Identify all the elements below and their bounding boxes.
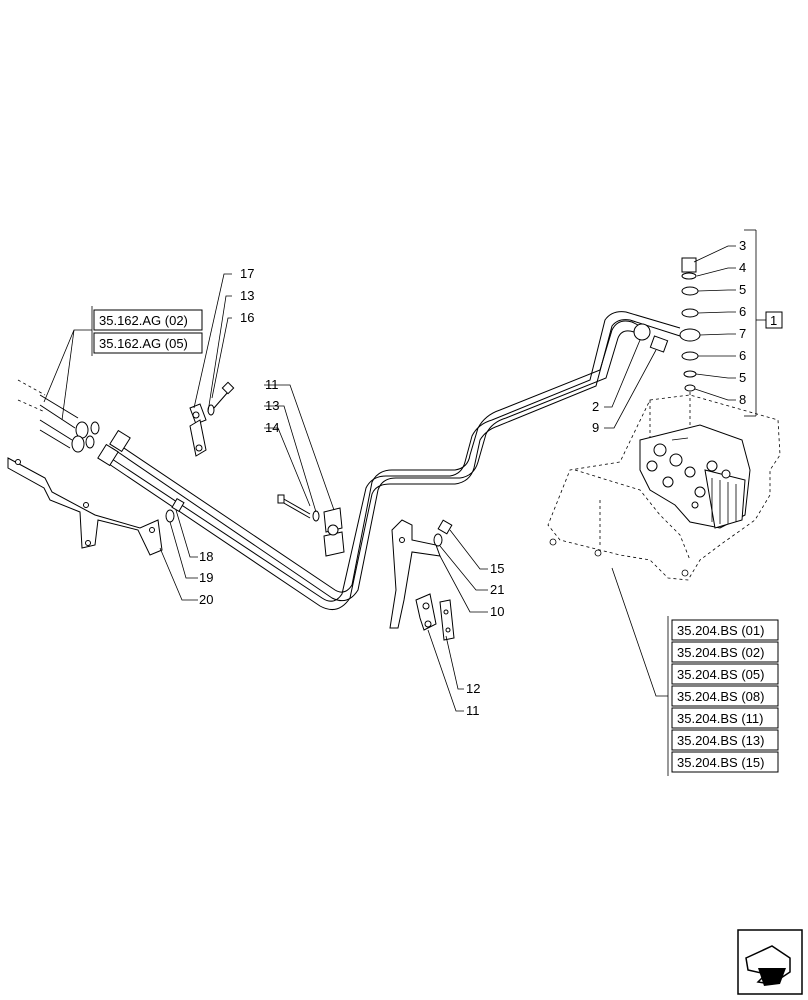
fitting-7 xyxy=(679,328,701,342)
ref-group-left[interactable]: 35.162.AG (02) 35.162.AG (05) xyxy=(91,306,203,356)
bracket-20 xyxy=(7,457,163,556)
callout-19: 19 xyxy=(199,570,213,585)
callout-16: 16 xyxy=(240,310,254,325)
ref-box-left-2[interactable] xyxy=(93,332,203,354)
pipe-end-nut-left-lower xyxy=(97,443,119,467)
adapter-2 xyxy=(633,323,651,341)
ref-group-right[interactable]: 35.204.BS (01) 35.204.BS (02) 35.204.BS … xyxy=(667,616,779,776)
callout-5-upper: 5 xyxy=(739,282,746,297)
ref-box-right-7[interactable] xyxy=(671,751,779,773)
hydraulic-pipe-upper xyxy=(111,320,649,602)
callout-11-upper: 11 xyxy=(265,377,279,392)
callout-20: 20 xyxy=(199,592,213,607)
oring-5-upper xyxy=(681,286,699,296)
callout-9: 9 xyxy=(592,420,599,435)
callout-6-lower: 6 xyxy=(739,348,746,363)
leaders-left-ref xyxy=(43,329,92,421)
hose-ends-left xyxy=(17,379,100,453)
washer-13-middle xyxy=(312,510,320,522)
callout-3: 3 xyxy=(739,238,746,253)
oring-6-lower xyxy=(681,351,699,361)
bolt-15 xyxy=(437,519,453,535)
callout-13-middle: 13 xyxy=(265,398,279,413)
clamp-middle xyxy=(323,507,345,557)
bracket-10 xyxy=(389,519,441,629)
callout-11-lower: 11 xyxy=(466,703,480,718)
ref-box-left-1[interactable] xyxy=(93,309,203,331)
callout-6-upper: 6 xyxy=(739,304,746,319)
callout-15: 15 xyxy=(490,561,504,576)
ref-right-1[interactable]: 35.204.BS (01) xyxy=(677,623,764,638)
ref-box-right-6[interactable] xyxy=(671,729,779,751)
pipe-end-nut-left-upper xyxy=(109,429,131,453)
bolt-14 xyxy=(277,494,311,519)
callout-8: 8 xyxy=(739,392,746,407)
ref-right-7[interactable]: 35.204.BS (15) xyxy=(677,755,764,770)
ref-right-2[interactable]: 35.204.BS (02) xyxy=(677,645,764,660)
ref-box-right-4[interactable] xyxy=(671,685,779,707)
callout-leaders xyxy=(159,229,766,712)
seal-stack xyxy=(679,257,701,440)
callout-18: 18 xyxy=(199,549,213,564)
ref-box-right-3[interactable] xyxy=(671,663,779,685)
ref-right-4[interactable]: 35.204.BS (08) xyxy=(677,689,764,704)
ref-left-2[interactable]: 35.162.AG (05) xyxy=(99,336,188,351)
washer-19 xyxy=(165,509,175,523)
callout-17: 17 xyxy=(240,266,254,281)
callout-14: 14 xyxy=(265,420,279,435)
bolt-18 xyxy=(171,497,185,513)
adapter-9 xyxy=(649,335,669,353)
callout-4: 4 xyxy=(739,260,746,275)
bolt-16 xyxy=(213,381,235,409)
callout-21: 21 xyxy=(490,582,504,597)
plate-12 xyxy=(439,599,455,641)
callout-numbers: 17 13 16 11 13 14 18 19 20 15 21 10 12 1… xyxy=(199,238,783,718)
clamp-upper xyxy=(189,403,207,457)
ref-left-1[interactable]: 35.162.AG (02) xyxy=(99,313,188,328)
next-page-arrow-icon[interactable] xyxy=(737,929,803,995)
oring-6-upper xyxy=(681,308,699,318)
callout-2: 2 xyxy=(592,399,599,414)
callout-12: 12 xyxy=(466,681,480,696)
ref-box-right-5[interactable] xyxy=(671,707,779,729)
ref-box-right-1[interactable] xyxy=(671,619,779,641)
oring-5-lower xyxy=(683,370,697,378)
callout-1: 1 xyxy=(770,313,777,328)
ref-right-3[interactable]: 35.204.BS (05) xyxy=(677,667,764,682)
leader-right-ref xyxy=(611,567,668,697)
callout-7: 7 xyxy=(739,326,746,341)
hydraulic-pipe-lower xyxy=(105,311,681,611)
clamp-11-lower xyxy=(415,593,437,631)
callout-1-box xyxy=(765,311,783,329)
ref-right-5[interactable]: 35.204.BS (11) xyxy=(677,711,763,726)
washer-21 xyxy=(433,533,443,547)
ref-box-right-2[interactable] xyxy=(671,641,779,663)
plug-3 xyxy=(681,257,697,273)
oring-8 xyxy=(684,384,696,392)
callout-5-lower: 5 xyxy=(739,370,746,385)
callout-13-upper: 13 xyxy=(240,288,254,303)
ref-right-6[interactable]: 35.204.BS (13) xyxy=(677,733,764,748)
washer-4 xyxy=(681,272,697,280)
callout-10: 10 xyxy=(490,604,504,619)
valve-block xyxy=(639,424,751,529)
